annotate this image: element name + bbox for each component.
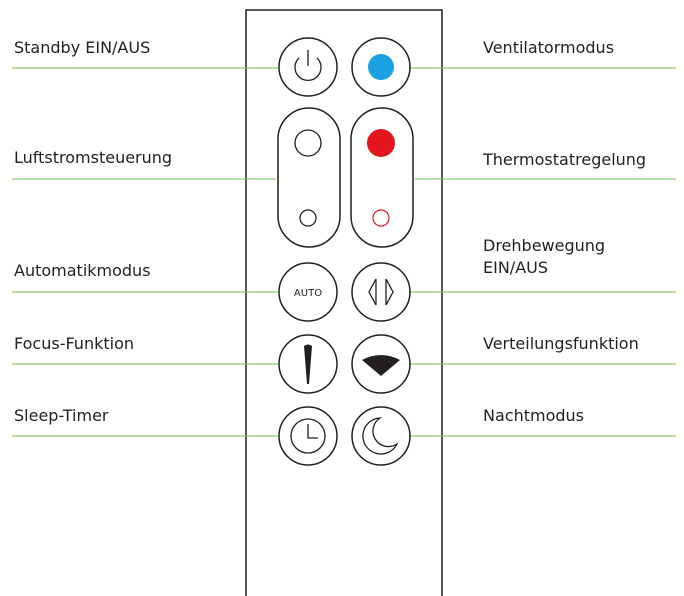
airflow-down-circle — [299, 209, 317, 227]
fan-mode-dot — [368, 54, 394, 80]
auto-icon: AUTO — [294, 288, 322, 299]
label-automatik: Automatikmodus — [14, 261, 151, 280]
label-standby: Standby EIN/AUS — [14, 38, 151, 57]
label-ventilator: Ventilatormodus — [483, 38, 615, 57]
heat-down-circle — [372, 209, 390, 227]
remote-body — [245, 9, 443, 596]
label-sleep: Sleep-Timer — [14, 406, 109, 425]
power-icon — [294, 50, 322, 81]
oscillation-button[interactable] — [351, 262, 411, 322]
label-thermostat: Thermostatregelung — [483, 150, 647, 169]
label-verteilung: Verteilungsfunktion — [483, 334, 639, 353]
sleep-timer-button[interactable] — [278, 406, 338, 466]
thermostat-control-button[interactable] — [350, 107, 414, 248]
night-mode-icon — [362, 417, 399, 455]
fan-mode-button[interactable] — [351, 37, 411, 97]
leader-lines — [12, 67, 676, 437]
airflow-control-button[interactable] — [277, 107, 341, 248]
label-dreh-line2: EIN/AUS — [483, 258, 548, 277]
diffuse-button[interactable] — [351, 334, 411, 394]
label-focus: Focus-Funktion — [14, 334, 134, 353]
standby-button[interactable] — [278, 37, 338, 97]
night-mode-button[interactable] — [351, 406, 411, 466]
diffuse-icon — [362, 355, 400, 376]
sleep-timer-icon — [290, 418, 326, 454]
heat-up-dot — [367, 129, 395, 157]
label-nacht: Nachtmodus — [483, 406, 584, 425]
label-luftstrom: Luftstromsteuerung — [14, 148, 173, 167]
focus-icon — [304, 344, 312, 384]
label-dreh-line1: Drehbewegung — [483, 236, 606, 255]
auto-button[interactable]: AUTO — [278, 262, 338, 322]
airflow-up-circle — [294, 129, 322, 157]
oscillation-icon — [368, 278, 394, 306]
focus-button[interactable] — [278, 334, 338, 394]
